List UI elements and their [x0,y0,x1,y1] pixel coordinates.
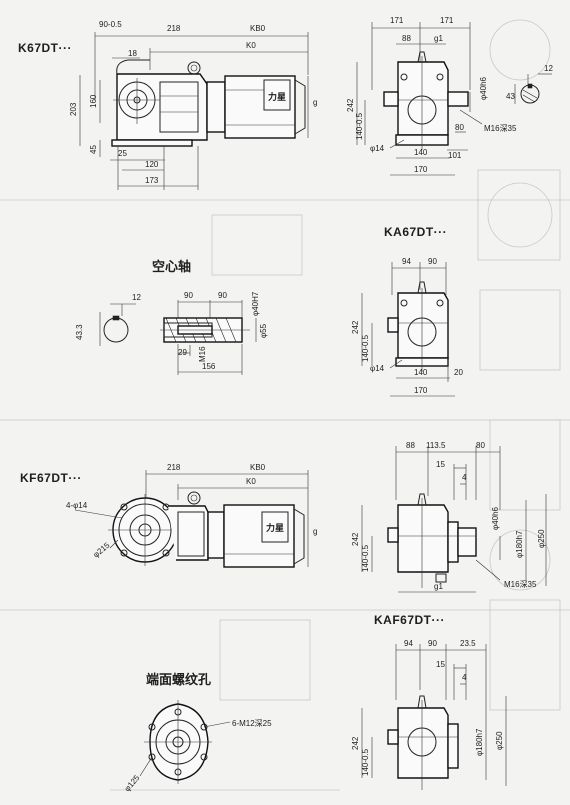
k67-front-view: 力星 [79,32,309,190]
ka67-dim-20: 20 [454,368,463,377]
hollow-dim-90a: 90 [184,291,193,300]
kf67-side-dim-phi180h7: φ180h7 [515,530,524,558]
ka67-dim-90: 90 [428,257,437,266]
k67-dim-45: 45 [89,145,98,154]
kf67-side-dim-242: 242 [351,532,360,546]
kf67-side-dim-140-tol: 140-0.5 [361,544,370,572]
k67-dim-g: g [313,98,317,107]
title-kaf67dt: KAF67DT··· [374,613,445,627]
k67-side-dim-140-tol: 140-0.5 [355,112,364,140]
kf67-side-dim-phi40h6: φ40h6 [491,506,500,530]
hollow-dim-phi55: φ55 [259,323,268,338]
ka67-dim-242: 242 [351,320,360,334]
hollow-shaft-section [99,303,136,346]
k67-dim-25: 25 [118,149,127,158]
ka67-dim-140-tol: 140-0.5 [361,334,370,362]
k67-side-dim-80: 80 [455,123,464,132]
kf67-dim-kb0: KB0 [250,463,266,472]
kf67-side-dim-80: 80 [476,441,485,450]
end-face-dim-6-m12: 6-M12深25 [232,719,272,728]
k67-dim-160: 160 [89,94,98,108]
kaf67-dim-phi250: φ250 [495,731,504,750]
ka67-dim-170: 170 [414,386,428,395]
k67-side-dim-101: 101 [448,151,462,160]
kf67-dim-g: g [313,527,317,536]
title-end-face-threaded-hole: 端面螺纹孔 [146,672,211,688]
kf67-dim-phi215: φ215 [92,540,112,559]
ka67-dim-94: 94 [402,257,411,266]
k67-dim-218: 218 [167,24,181,33]
ka67-side-view [361,262,455,397]
k67-dim-173: 173 [145,176,159,185]
hollow-dim-29: 29 [178,348,187,357]
title-hollow-shaft: 空心轴 [152,259,191,275]
k67-side-dim-242: 242 [346,98,355,112]
hollow-dim-phi40h7: φ40H7 [251,291,260,316]
k67-keyed-shaft-end-section [514,73,552,104]
title-kf67dt: KF67DT··· [20,471,82,485]
kf67-dim-k0: K0 [246,477,256,486]
kf67-side-dim-113-5: 113.5 [426,441,446,450]
title-ka67dt: KA67DT··· [384,225,447,239]
kaf67-dim-140-tol: 140-0.5 [361,748,370,776]
hollow-dim-m16: M16 [198,346,207,362]
kf67-side-dim-15: 15 [436,460,445,469]
kf67-side-dim-88: 88 [406,441,415,450]
k67-side-dim-g1: g1 [434,34,443,43]
k67-shaft-dim-12: 12 [544,64,553,73]
k67-dim-kb0: KB0 [250,24,266,33]
kaf67-dim-phi180h7: φ180h7 [475,728,484,756]
hollow-dim-90b: 90 [218,291,227,300]
kaf67-dim-242: 242 [351,736,360,750]
ka67-dim-phi14: φ14 [370,364,385,373]
kf67-side-dim-g1: g1 [434,582,443,591]
k67-dim-18: 18 [128,49,137,58]
kaf67-side-view [361,644,507,790]
k67-side-dim-88: 88 [402,34,411,43]
kf67-side-view [361,446,547,593]
kf67-side-dim-4: 4 [462,473,467,482]
k67-side-dim-140: 140 [414,148,428,157]
kf67-side-dim-m16: M16深35 [504,580,537,589]
k67-side-dim-171b: 171 [440,16,454,25]
hollow-dim-156: 156 [202,362,216,371]
hollow-dim-12: 12 [132,293,141,302]
title-k67dt: K67DT··· [18,41,72,55]
k67-side-dim-171a: 171 [390,16,404,25]
k67-dim-k0: K0 [246,41,256,50]
kaf67-dim-90: 90 [428,639,437,648]
kaf67-dim-4: 4 [462,673,467,682]
ka67-dim-140: 140 [414,368,428,377]
k67-side-view [356,22,483,176]
kf67-dim-4-phi14: 4-φ14 [66,501,88,510]
k67-dim-120: 120 [145,160,159,169]
k67-dim-203: 203 [69,102,78,116]
k67-side-dim-m16: M16深35 [484,124,517,133]
kaf67-dim-15: 15 [436,660,445,669]
background-ghost-lines [0,19,570,791]
end-face-threaded-hole-view [139,700,231,784]
k67-motor-brand-label: 力星 [268,91,286,102]
kaf67-dim-94: 94 [404,639,413,648]
k67-side-dim-170: 170 [414,165,428,174]
kf67-side-dim-phi250: φ250 [537,529,546,548]
kaf67-dim-23-5: 23.5 [460,639,476,648]
hollow-dim-43-3: 43.3 [75,324,84,340]
k67-side-dim-phi40h6: φ40h6 [479,76,488,100]
k67-shaft-dim-43: 43 [506,92,515,101]
hollow-shaft-longitudinal-section [160,300,257,375]
kf67-front-view: 力星 [74,470,309,568]
kf67-motor-brand-label: 力星 [266,522,284,533]
k67-dim-90-tol: 90-0.5 [99,20,122,29]
k67-side-dim-phi14: φ14 [370,144,385,153]
kf67-dim-218: 218 [167,463,181,472]
